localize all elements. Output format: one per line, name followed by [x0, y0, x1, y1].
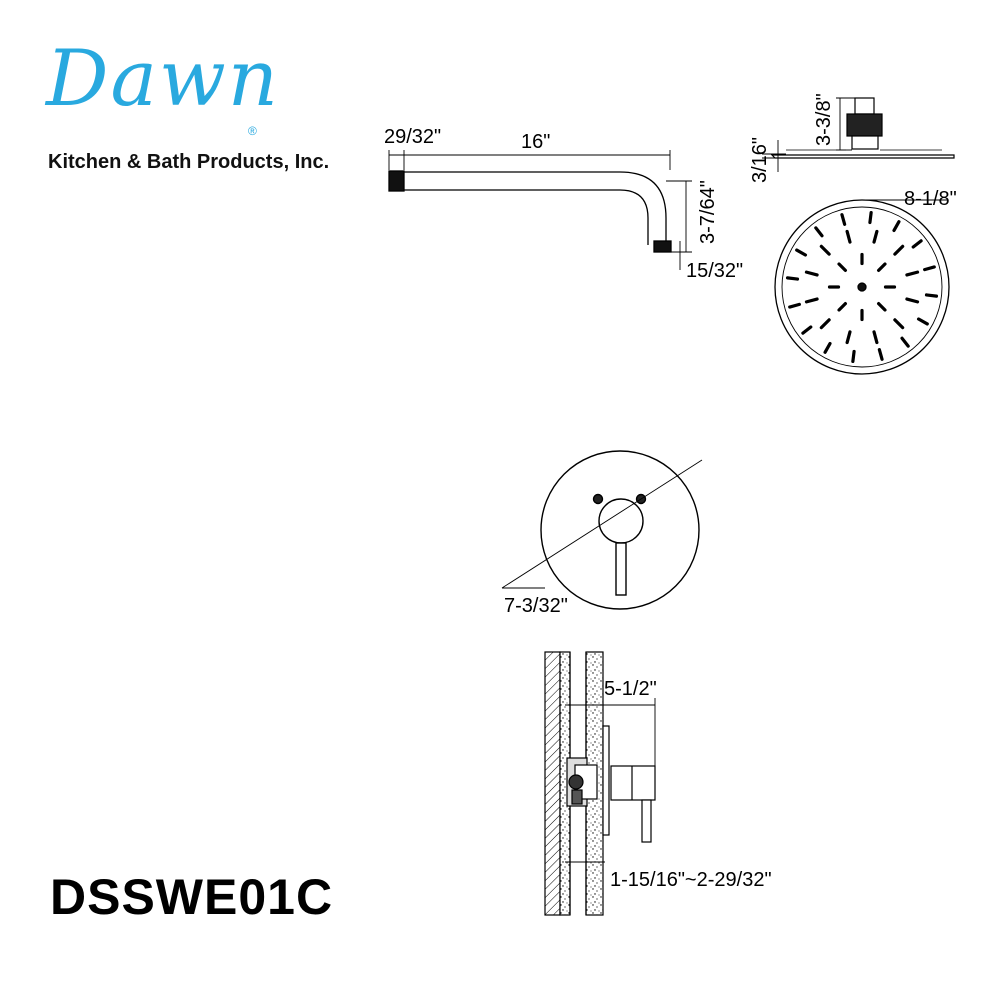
- company-name: Kitchen & Bath Products, Inc.: [48, 151, 330, 173]
- spray-nozzle: [924, 293, 939, 298]
- dim-wall-range: 1-15/16"~2-29/32": [610, 869, 772, 891]
- arm-body: [404, 171, 667, 245]
- spray-nozzle: [785, 276, 800, 281]
- model-number: DSSWE01C: [50, 869, 334, 925]
- brand-logo: Dawn: [46, 34, 281, 124]
- head-ball-joint: [846, 113, 883, 137]
- spray-nozzle: [804, 270, 819, 277]
- spray-nozzle: [900, 336, 910, 348]
- wall-stud-hatched: [544, 651, 561, 916]
- head-connector-nut: [854, 97, 875, 115]
- spray-nozzle: [837, 302, 847, 312]
- spray-nozzle: [905, 297, 920, 304]
- spray-nozzle: [788, 302, 801, 309]
- dim-valve-projection: 5-1/2": [604, 678, 657, 700]
- spray-nozzle: [804, 297, 819, 304]
- shower-head-front-view: [774, 199, 950, 375]
- spray-nozzle: [814, 226, 824, 238]
- shower-head-side-view: [762, 97, 955, 172]
- valve-escutcheon: [602, 725, 610, 836]
- trim-handle-lever: [615, 542, 627, 596]
- spray-nozzle: [845, 330, 852, 345]
- head-nozzles: [785, 210, 939, 364]
- dim-plate-thickness: 3/16": [749, 137, 771, 183]
- dim-head-diameter: 8-1/8": [904, 188, 957, 210]
- dim-connector-height: 3-3/8": [813, 93, 835, 146]
- spray-nozzle: [795, 248, 808, 257]
- trim-plate-drawing: [501, 450, 703, 610]
- arm-thread-end: [388, 170, 405, 192]
- dim-outlet-thread: 15/32": [686, 260, 743, 282]
- spray-nozzle: [893, 318, 905, 330]
- trim-plate-outer: [540, 450, 700, 610]
- valve-handle-hub: [610, 765, 656, 801]
- dim-thread-length: 29/32": [384, 126, 441, 148]
- spray-nozzle: [872, 229, 879, 244]
- spray-nozzle: [877, 302, 887, 312]
- spray-nozzle: [923, 265, 936, 272]
- head-face-inner: [781, 206, 943, 368]
- dim-arm-length: 16": [521, 131, 550, 153]
- spray-nozzle: [916, 317, 929, 326]
- spray-nozzle: [837, 262, 847, 272]
- spray-nozzle: [868, 210, 873, 225]
- spray-nozzle: [819, 244, 831, 256]
- head-center-nozzle: [857, 282, 867, 292]
- spray-nozzle: [801, 325, 813, 335]
- valve-handle-lever: [641, 799, 652, 843]
- spray-nozzle: [823, 341, 832, 354]
- spray-nozzle: [877, 348, 884, 361]
- spray-nozzle: [905, 270, 920, 277]
- dim-trim-diameter: 7-3/32": [504, 595, 568, 617]
- shower-arm-drawing: [388, 150, 692, 270]
- spray-nozzle: [911, 239, 923, 249]
- arm-outlet: [653, 240, 672, 253]
- valve-section-drawing: [544, 651, 656, 916]
- spray-nozzle: [893, 244, 905, 256]
- valve-body: [566, 757, 598, 807]
- trim-handle-hub: [598, 498, 644, 544]
- head-plate-side: [770, 154, 955, 159]
- spray-nozzle: [892, 220, 901, 233]
- spray-nozzle: [872, 330, 879, 345]
- spray-nozzle: [845, 229, 852, 244]
- dim-drop-height: 3-7/64": [697, 180, 719, 244]
- spray-nozzle: [819, 318, 831, 330]
- spray-nozzle: [851, 349, 856, 364]
- spray-nozzle: [877, 262, 887, 272]
- trim-screw-left: [592, 493, 604, 505]
- spray-nozzle: [840, 213, 847, 226]
- registered-mark: ®: [248, 124, 257, 138]
